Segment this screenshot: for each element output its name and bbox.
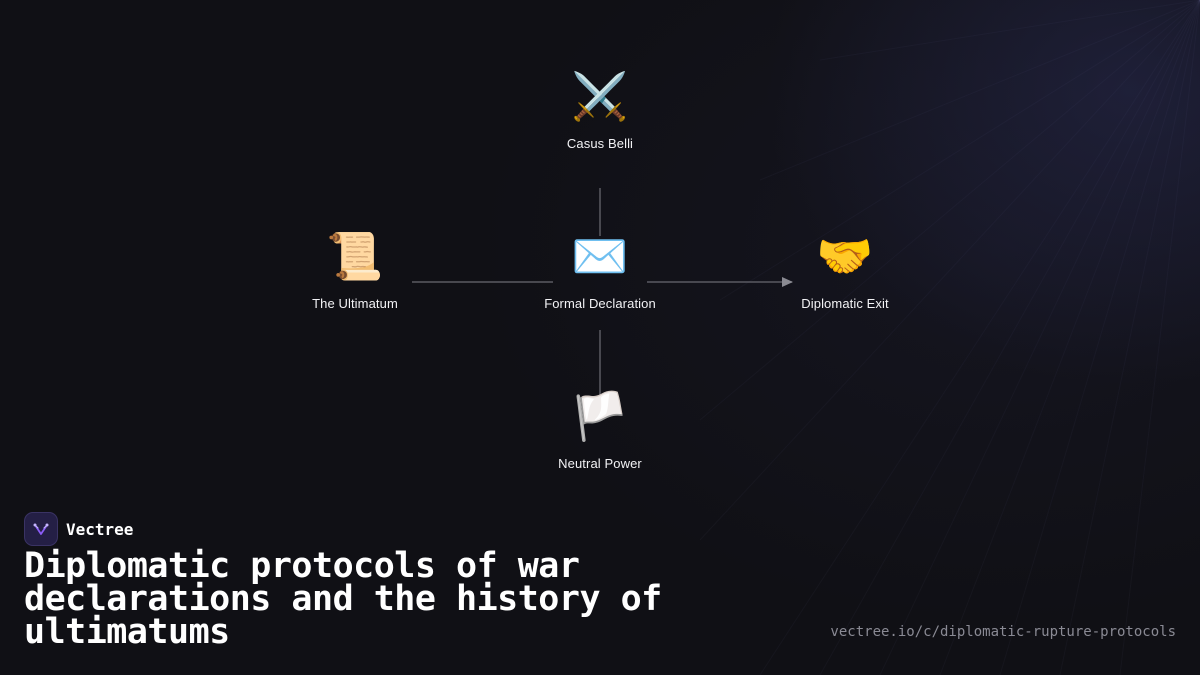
node-casus-belli: ⚔️ Casus Belli xyxy=(520,68,680,151)
node-the-ultimatum: 📜 The Ultimatum xyxy=(275,228,435,311)
scroll-icon: 📜 xyxy=(326,230,384,282)
node-diplomatic-exit: 🤝 Diplomatic Exit xyxy=(765,228,925,311)
crossed-swords-icon: ⚔️ xyxy=(571,70,629,122)
node-label-formal-declaration: Formal Declaration xyxy=(544,296,656,311)
source-url: vectree.io/c/diplomatic-rupture-protocol… xyxy=(830,624,1176,640)
envelope-icon: ✉️ xyxy=(571,230,629,282)
node-label-neutral-power: Neutral Power xyxy=(558,456,642,471)
brand-name: Vectree xyxy=(66,519,134,539)
handshake-icon: 🤝 xyxy=(816,230,874,282)
page-title: Diplomatic protocols of war declarations… xyxy=(24,546,662,652)
vectree-logo-icon xyxy=(24,512,58,546)
brand: Vectree xyxy=(24,512,133,546)
node-label-casus-belli: Casus Belli xyxy=(566,136,634,151)
node-label-diplomatic-exit: Diplomatic Exit xyxy=(801,296,889,311)
node-neutral-power: 🏳️ Neutral Power xyxy=(520,388,680,471)
node-formal-declaration: ✉️ Formal Declaration xyxy=(520,228,680,311)
white-flag-icon: 🏳️ xyxy=(571,390,629,442)
node-label-the-ultimatum: The Ultimatum xyxy=(312,296,398,311)
